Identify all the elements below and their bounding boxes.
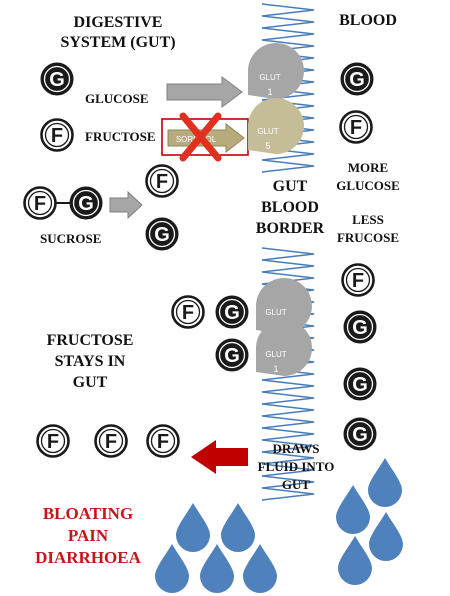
symptom-line2: PAIN [68,526,109,545]
border-label-line1: GUT [273,178,308,195]
stays-label-line1: FRUCTOSE [47,332,134,349]
sorbitol-arrow-icon [167,122,245,154]
glut5-transporter: GLUT 5 [248,98,304,154]
split-glucose-letter: G [154,224,170,246]
gut-fructose-molecule-a: F [36,424,70,458]
gut-glucose-molecule-low: G [215,338,249,372]
red-arrow-icon [191,440,248,474]
stays-label-line3: GUT [73,374,108,391]
glut1-transporter-lower-b: GLUT 1 [256,320,312,376]
more-glucose-line1: MORE [348,160,388,175]
fructose-letter: F [51,125,63,147]
gut-glucose-letter-mid: G [224,302,240,324]
gut-fructose-molecule-c: F [146,424,180,458]
blood-fructose-molecule: F [339,110,373,144]
more-glucose-line2: GLUCOSE [336,178,400,193]
border-label-line2: BLOOD [261,199,319,216]
water-droplet-icon [243,544,277,593]
blood-fructose-letter-2: F [352,270,364,292]
glucose-molecule: G [40,62,74,96]
draws-label-line2: FLUID INTO [258,459,335,474]
blood-glucose-molecule-4: G [343,417,377,451]
glut1-number: 1 [267,87,272,97]
gut-glucose-letter-low: G [224,345,240,367]
glut1-lower-a-name: GLUT [265,308,286,317]
blood-fructose-letter: F [350,117,362,139]
sucrose-split-arrow-icon [109,190,143,220]
border-label-line3: BORDER [256,220,325,237]
block-cross-icon [179,112,222,162]
sucrose-fructose-letter: F [34,193,46,215]
stays-label-line2: STAYS IN [55,353,126,370]
water-droplet-icon [368,458,402,507]
blood-glucose-letter: G [349,69,365,91]
glut1-transporter: GLUT 1 [248,43,304,99]
sucrose-molecule: F G [23,186,103,220]
gut-fructose-molecule-b: F [94,424,128,458]
blood-glucose-letter-2: G [352,317,368,339]
water-droplet-icon [176,503,210,552]
gut-fructose-letter-c: F [157,431,169,453]
glut5-name: GLUT [257,127,278,136]
gut-header-line1: DIGESTIVE [74,14,163,31]
fructose-label: FRUCTOSE [85,129,156,144]
blood-glucose-molecule-3: G [343,367,377,401]
gut-blood-membrane-lower [261,247,315,501]
symptom-line1: BLOATING [43,504,133,523]
draws-label-line1: DRAWS [273,441,320,456]
sucrose-glucose-letter: G [78,193,94,215]
glut5-number: 5 [265,141,270,151]
water-droplet-icon [336,485,370,534]
water-droplet-icon [200,544,234,593]
glucose-label: GLUCOSE [85,91,149,106]
less-fructose-line1: LESS [352,212,384,227]
water-droplet-icon [338,536,372,585]
glut1-name: GLUT [259,73,280,82]
split-fructose-molecule: F [145,164,179,198]
glut1-lower-b-number: 1 [273,364,278,374]
glut1-lower-b-name: GLUT [265,350,286,359]
gut-fructose-letter-b: F [105,431,117,453]
draws-label-line3: GUT [282,477,311,492]
fructose-molecule: F [40,118,74,152]
gut-header-line2: SYSTEM (GUT) [60,34,175,51]
blood-glucose-molecule-2: G [343,310,377,344]
blood-fructose-molecule-2: F [341,263,375,297]
blood-header: BLOOD [339,12,397,29]
blood-glucose-letter-3: G [352,374,368,396]
gut-fructose-molecule-mid: F [171,295,205,329]
sucrose-label: SUCROSE [40,231,101,246]
symptom-line3: DIARRHOEA [35,548,142,567]
water-droplet-icon [155,544,189,593]
gut-fructose-letter-mid: F [182,302,194,324]
blood-glucose-molecule: G [340,62,374,96]
split-glucose-molecule: G [145,217,179,251]
gut-glucose-molecule-mid: G [215,295,249,329]
blood-glucose-letter-4: G [352,424,368,446]
water-droplet-icon [369,512,403,561]
less-fructose-line2: FRUCOSE [337,230,399,245]
gut-fructose-letter-a: F [47,431,59,453]
glucose-letter: G [49,69,65,91]
grey-arrow-icon [166,76,243,108]
water-droplet-icon [221,503,255,552]
split-fructose-letter: F [156,171,168,193]
